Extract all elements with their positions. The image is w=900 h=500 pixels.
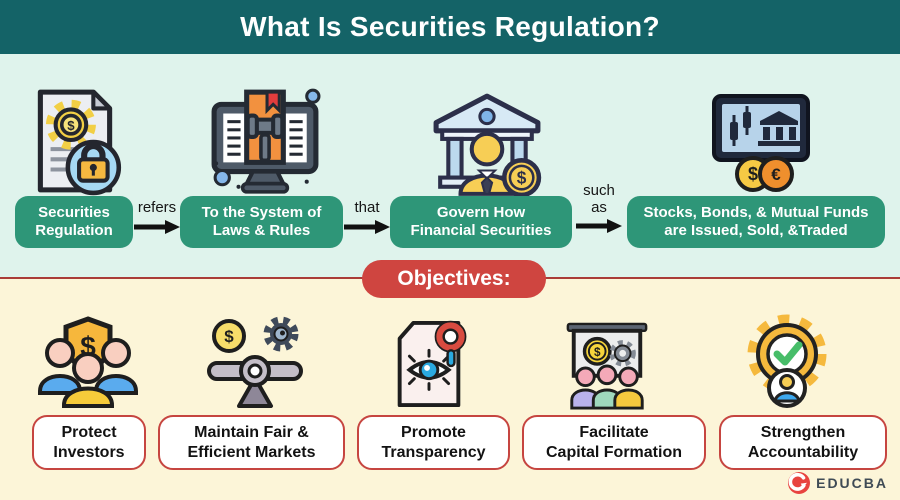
eye-document-icon xyxy=(391,319,467,409)
flow-step-label: To the System of Laws & Rules xyxy=(180,196,343,248)
flow-step-label: Securities Regulation xyxy=(15,196,133,248)
flow-connector: that xyxy=(344,199,390,234)
arrow-right-icon xyxy=(344,219,390,234)
flow-step-label: Govern How Financial Securities xyxy=(390,196,572,248)
trading-screen-icon: $ € xyxy=(700,94,820,192)
svg-text:$: $ xyxy=(517,168,527,188)
objective-card: Promote Transparency xyxy=(357,415,510,470)
flow-connector: such as xyxy=(576,182,622,233)
flow-step-label: Stocks, Bonds, & Mutual Funds are Issued… xyxy=(627,196,885,248)
educba-logo-icon xyxy=(788,472,811,494)
connector-label: refers xyxy=(137,199,177,216)
objectives-heading: Objectives: xyxy=(362,260,546,298)
document-lock-icon: $ xyxy=(26,86,124,196)
arrow-right-icon xyxy=(576,219,622,233)
brand-name: EDUCBA xyxy=(816,475,888,491)
objective-card: Protect Investors xyxy=(32,415,146,470)
balance-scale-icon: $ xyxy=(203,316,307,410)
page-title: What Is Securities Regulation? xyxy=(240,11,660,42)
computer-gavel-icon xyxy=(208,88,322,194)
connector-label: such as xyxy=(583,182,615,216)
svg-text:$: $ xyxy=(67,118,75,133)
connector-label: that xyxy=(354,199,380,216)
investors-shield-icon: $ xyxy=(36,315,140,411)
bank-officer-icon: $ xyxy=(430,90,544,198)
objective-card: Strengthen Accountability xyxy=(719,415,887,470)
flow-connector: refers xyxy=(133,199,181,234)
arrow-right-icon xyxy=(134,219,180,234)
presentation-team-icon: $ xyxy=(555,322,659,412)
svg-text:$: $ xyxy=(594,346,601,359)
objective-card: Facilitate Capital Formation xyxy=(522,415,706,470)
svg-text:$: $ xyxy=(748,164,758,184)
brand-logo: EDUCBA xyxy=(787,471,888,495)
objective-card: Maintain Fair & Efficient Markets xyxy=(158,415,345,470)
gear-check-icon xyxy=(741,314,833,412)
header: What Is Securities Regulation? xyxy=(0,0,900,54)
svg-text:$: $ xyxy=(224,327,234,346)
svg-text:€: € xyxy=(771,165,781,184)
